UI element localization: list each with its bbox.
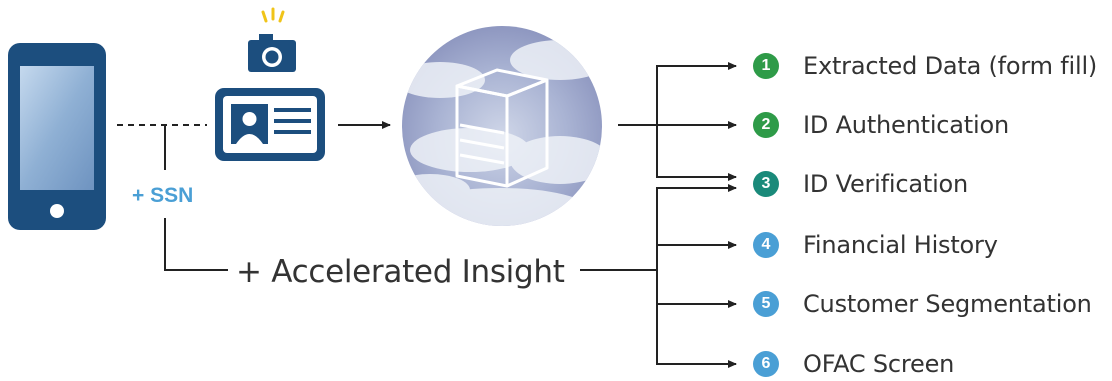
step-5-label: Customer Segmentation [803, 290, 1092, 318]
step-2: 2 ID Authentication [753, 110, 1009, 140]
phone-icon [8, 43, 106, 230]
ssn-label: + SSN [132, 184, 194, 207]
camera-icon [248, 34, 296, 72]
accelerated-insight-label: + Accelerated Insight [236, 254, 565, 290]
step-1-badge: 1 [753, 53, 779, 79]
step-2-label: ID Authentication [803, 111, 1009, 139]
insight-connector-lower [164, 218, 228, 271]
step-5-badge: 5 [753, 291, 779, 317]
step-1: 1 Extracted Data (form fill) [753, 51, 1097, 81]
step-5: 5 Customer Segmentation [753, 289, 1092, 319]
step-3-badge: 3 [753, 171, 779, 197]
step-3: 3 ID Verification [753, 169, 968, 199]
step-6-badge: 6 [753, 351, 779, 377]
step-2-badge: 2 [753, 112, 779, 138]
camera-flash-icon [261, 7, 285, 23]
step-4-label: Financial History [803, 231, 998, 259]
step-4: 4 Financial History [753, 230, 998, 260]
id-card-icon [215, 88, 325, 161]
cloud-server-icon [402, 26, 602, 226]
step-4-badge: 4 [753, 232, 779, 258]
step-6-label: OFAC Screen [803, 350, 955, 378]
step-6: 6 OFAC Screen [753, 349, 954, 379]
step-3-label: ID Verification [803, 170, 969, 198]
step-1-label: Extracted Data (form fill) [803, 52, 1098, 80]
